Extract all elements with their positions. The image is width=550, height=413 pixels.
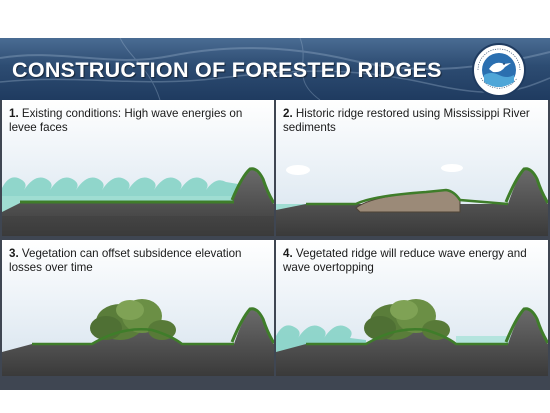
panel-text-3: Vegetation can offset subsidence elevati… (9, 247, 242, 274)
scene-vegetated-ridge (276, 240, 548, 376)
panel-number-1: 1. (9, 107, 19, 120)
caption-panel-1: 1. Existing conditions: High wave energi… (9, 107, 271, 134)
marsh-ground (2, 309, 274, 376)
page-title: CONSTRUCTION OF FORESTED RIDGES (12, 58, 442, 82)
caption-panel-4: 4. Vegetated ridge will reduce wave ener… (283, 247, 545, 274)
panel-text-2: Historic ridge restored using Mississipp… (283, 107, 530, 134)
tree-canopy (364, 299, 450, 340)
title-banner: CONSTRUCTION OF FORESTED RIDGES (0, 38, 550, 100)
panel-number-4: 4. (283, 247, 293, 260)
panel-historic-ridge: 2. Historic ridge restored using Mississ… (276, 100, 548, 236)
tree-canopy (90, 299, 176, 340)
scene-vegetation (2, 240, 274, 376)
marsh-ground (276, 309, 548, 376)
panel-number-2: 2. (283, 107, 293, 120)
panel-existing-conditions: 1. Existing conditions: High wave energi… (2, 100, 274, 236)
panel-vegetated-ridge: 4. Vegetated ridge will reduce wave ener… (276, 240, 548, 376)
caption-panel-3: 3. Vegetation can offset subsidence elev… (9, 247, 271, 274)
scene-existing-conditions (2, 100, 274, 236)
panel-number-3: 3. (9, 247, 19, 260)
panel-text-4: Vegetated ridge will reduce wave energy … (283, 247, 527, 274)
pelican-seal-icon (472, 43, 526, 97)
marsh-ground (276, 169, 548, 236)
caption-panel-2: 2. Historic ridge restored using Mississ… (283, 107, 545, 134)
scene-historic-ridge (276, 100, 548, 236)
panel-text-1: Existing conditions: High wave energies … (9, 107, 243, 134)
panel-vegetation: 3. Vegetation can offset subsidence elev… (2, 240, 274, 376)
